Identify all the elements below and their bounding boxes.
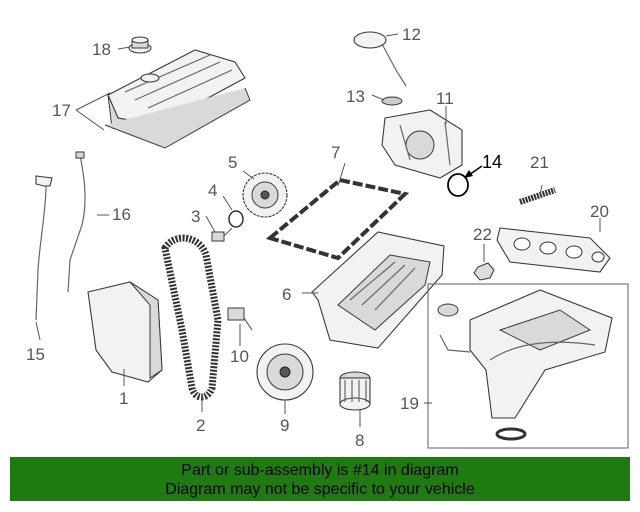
part-label-22: 22 <box>473 225 492 244</box>
part-label-2: 2 <box>196 416 205 435</box>
nut <box>473 262 495 281</box>
part-label-16: 16 <box>112 205 131 224</box>
timing-belt <box>161 234 222 401</box>
sensor <box>227 307 253 331</box>
oil-pump-seal <box>447 173 469 197</box>
part-label-19: 19 <box>400 394 419 413</box>
part-label-8: 8 <box>355 431 364 450</box>
valve-cover <box>104 49 251 149</box>
part-label-5: 5 <box>228 153 237 172</box>
dipstick-tube <box>67 151 86 293</box>
bolt <box>211 227 233 242</box>
part-label-7: 7 <box>331 143 340 162</box>
part-label-18: 18 <box>92 40 111 59</box>
oil-pickup-tube <box>353 31 407 87</box>
part-label-10: 10 <box>230 347 249 366</box>
highlight-arrow <box>464 165 483 178</box>
part-label-6: 6 <box>282 285 291 304</box>
part-label-17: 17 <box>52 101 71 120</box>
dipstick <box>35 175 53 321</box>
oil-filter <box>339 371 371 411</box>
timing-cover <box>87 281 163 383</box>
part-label-11: 11 <box>436 89 454 108</box>
seal-ring <box>228 210 244 228</box>
banner-line-part: Part or sub-assembly is #14 in diagram <box>181 462 459 479</box>
stud <box>519 187 556 205</box>
manifold-gasket <box>496 227 611 273</box>
parts-diagram: 1 2 3 4 5 6 7 8 9 10 11 12 13 14 15 16 1… <box>26 25 629 450</box>
oil-pump <box>381 109 463 179</box>
part-label-13: 13 <box>346 87 365 106</box>
intake-manifold-box <box>427 283 629 449</box>
camshaft-sprocket <box>242 172 288 218</box>
part-label-21: 21 <box>530 153 549 172</box>
banner-line-disclaimer: Diagram may not be specific to your vehi… <box>165 481 475 498</box>
part-label-9: 9 <box>280 416 289 435</box>
part-label-20: 20 <box>590 202 609 221</box>
oil-filler-cap <box>128 36 152 54</box>
oil-pan-gasket <box>265 177 410 261</box>
pickup-gasket <box>381 96 403 106</box>
intake-manifold <box>437 289 613 441</box>
leader-lines <box>35 33 601 427</box>
part-label-1: 1 <box>119 389 128 408</box>
part-label-14: 14 <box>482 152 502 172</box>
part-label-4: 4 <box>208 181 217 200</box>
part-label-15: 15 <box>26 345 45 364</box>
part-label-3: 3 <box>191 207 200 226</box>
info-banner: Part or sub-assembly is #14 in diagram D… <box>10 457 630 501</box>
part-label-12: 12 <box>402 25 421 44</box>
oil-pan <box>311 231 445 349</box>
crankshaft-pulley <box>256 343 314 401</box>
